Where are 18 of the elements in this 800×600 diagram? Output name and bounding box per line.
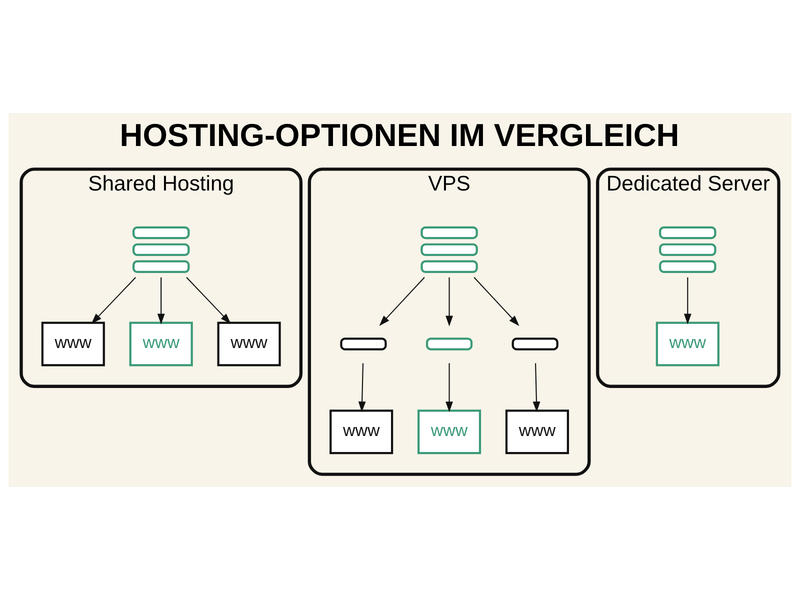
arrow xyxy=(532,363,540,412)
arrow xyxy=(91,277,136,324)
node-box: www xyxy=(129,322,193,366)
arrow xyxy=(186,277,231,324)
node-box: www xyxy=(41,322,105,366)
node-box: www xyxy=(417,410,482,454)
node-box: www xyxy=(656,322,720,366)
node-box: www xyxy=(330,410,394,454)
node-box: www xyxy=(217,322,281,366)
arrow xyxy=(358,363,366,412)
diagram-title: HOSTING-OPTIONEN IM VERGLEICH xyxy=(120,116,680,153)
arrow xyxy=(446,363,453,412)
node-box: www xyxy=(505,410,569,454)
arrow xyxy=(157,277,165,324)
arrow xyxy=(474,277,520,326)
arrow xyxy=(446,277,453,326)
arrow xyxy=(379,277,425,326)
arrow xyxy=(684,277,692,324)
